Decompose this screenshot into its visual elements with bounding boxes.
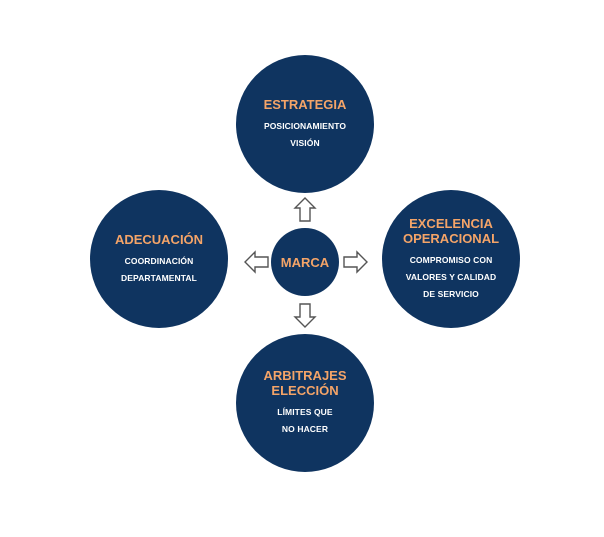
node-adecuacion-title: ADECUACIÓN: [114, 231, 204, 247]
node-estrategia-title: ESTRATEGIA: [263, 96, 347, 112]
arrow-down-icon: [293, 303, 317, 328]
arrow-right-icon: [343, 250, 368, 274]
node-arbitrajes-title: ARBITRAJES ELECCIÓN: [263, 368, 347, 398]
node-adecuacion-sub: COORDINACIÓN DEPARTAMENTAL: [121, 255, 197, 283]
node-excelencia-operacional: EXCELENCIA OPERACIONAL COMPROMISO CON VA…: [382, 190, 520, 328]
node-marca-title: MARCA: [280, 254, 330, 270]
node-arbitrajes: ARBITRAJES ELECCIÓN LÍMITES QUE NO HACER: [236, 334, 374, 472]
node-estrategia: ESTRATEGIA POSICIONAMIENTO VISIÓN: [236, 55, 374, 193]
node-adecuacion: ADECUACIÓN COORDINACIÓN DEPARTAMENTAL: [90, 190, 228, 328]
node-estrategia-sub: POSICIONAMIENTO VISIÓN: [263, 120, 347, 148]
arrow-up-icon: [293, 197, 317, 222]
node-excelencia-title: EXCELENCIA OPERACIONAL: [402, 215, 500, 246]
node-arbitrajes-sub: LÍMITES QUE NO HACER: [277, 407, 333, 434]
arrow-left-icon: [244, 250, 269, 274]
node-marca: MARCA: [271, 228, 339, 296]
node-excelencia-sub: COMPROMISO CON VALORES Y CALIDAD DE SERV…: [405, 254, 497, 299]
